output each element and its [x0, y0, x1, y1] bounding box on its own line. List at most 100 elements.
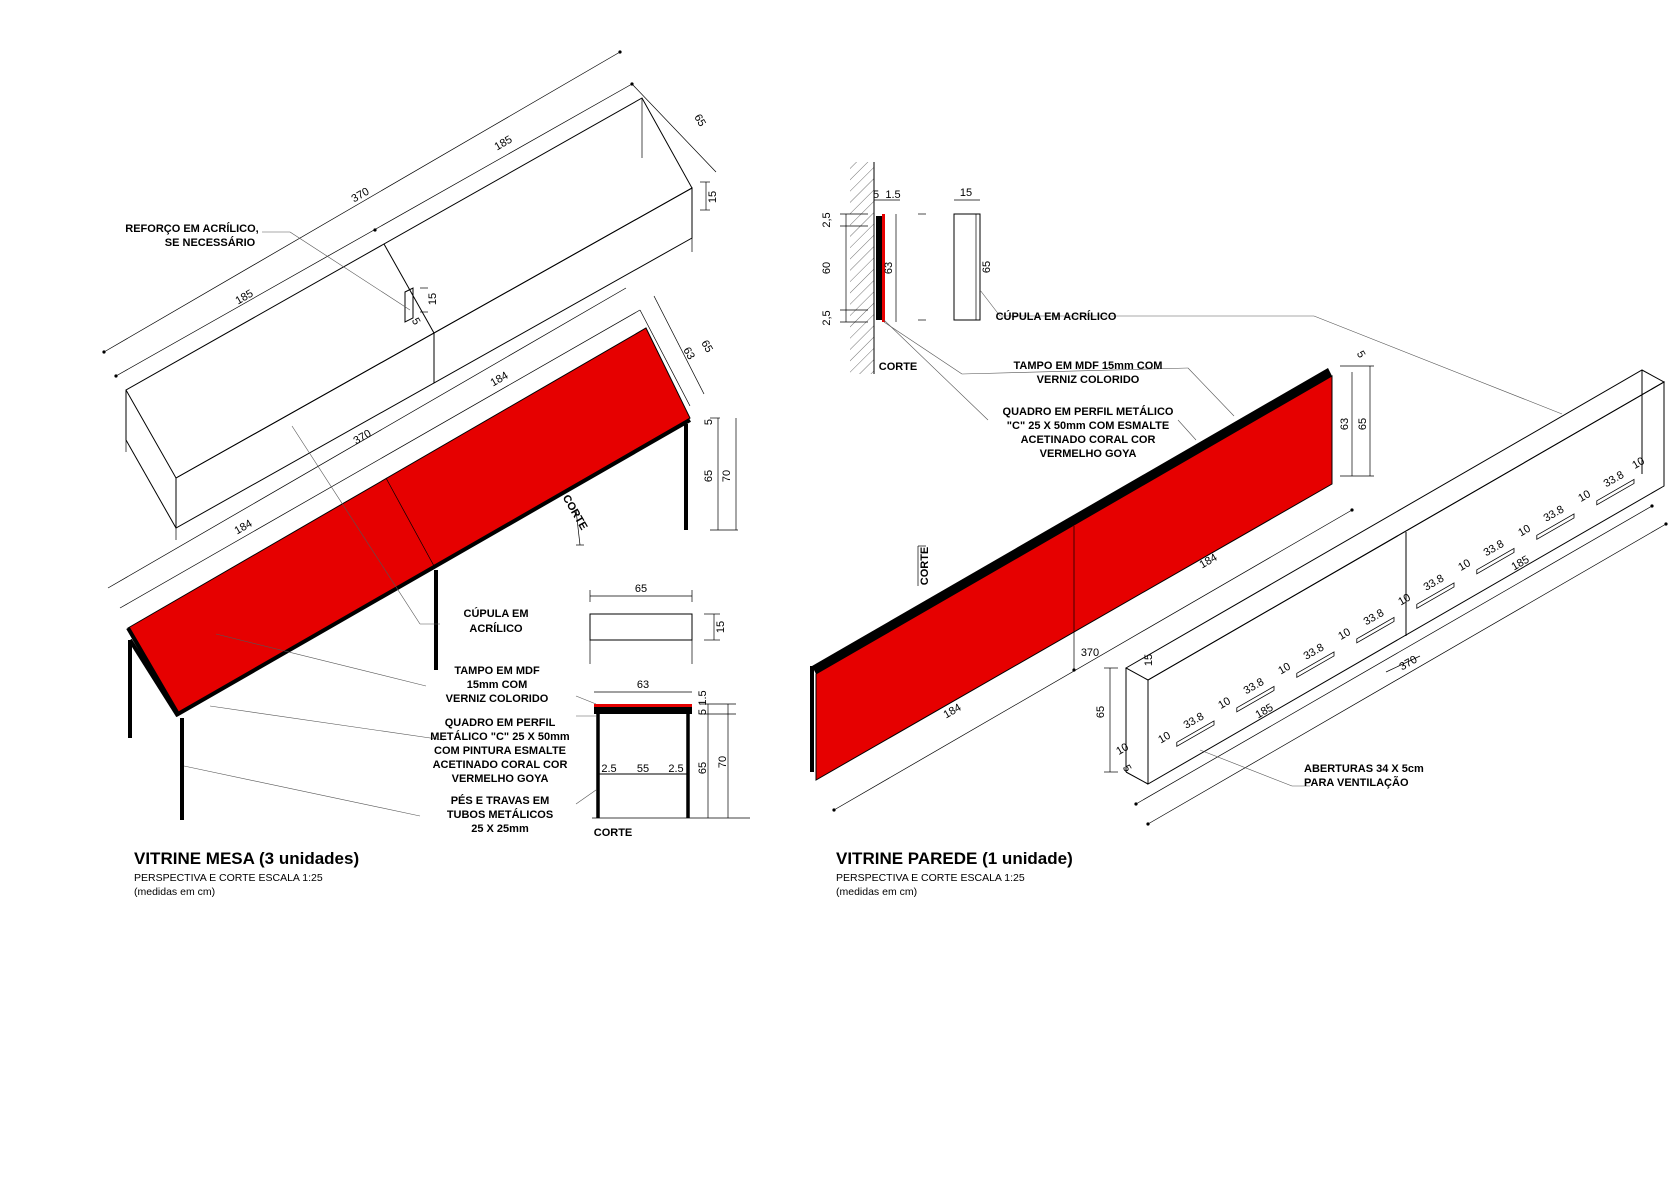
- parede-red-panel: CORTE 370 184 184 5 63 65: [810, 349, 1374, 812]
- note-cupula-l2: ACRÍLICO: [469, 622, 523, 635]
- vent-width-label: 33.8: [1602, 469, 1627, 490]
- dim-panel-5: 5: [1354, 349, 1367, 360]
- note-quadro-l4: ACETINADO CORAL COR: [433, 759, 568, 771]
- parede-dome-section: 15 65: [918, 187, 993, 321]
- parede-title: VITRINE PAREDE (1 unidade): [836, 849, 1073, 868]
- note-quadro-l2: METÁLICO "C" 25 X 50mm: [430, 730, 570, 743]
- vent-width-label: 33.8: [1542, 503, 1567, 524]
- note-tampo-parede-l1: TAMPO EM MDF 15mm COM: [1014, 360, 1163, 372]
- dim-reinf-h: 15: [427, 293, 439, 305]
- vent-gap-label: 10: [1156, 730, 1173, 747]
- mesa-leaders: [183, 425, 445, 817]
- mesa-subtitle: PERSPECTIVA E CORTE ESCALA 1:25: [134, 872, 323, 884]
- parede-wall-section: 5 1.5 2,5 60 2,5 63 CORTE: [821, 162, 917, 374]
- note-aberturas-l2: PARA VENTILAÇÃO: [1304, 776, 1409, 789]
- parede-units: (medidas em cm): [836, 886, 917, 898]
- note-tampo-parede-l2: VERNIZ COLORIDO: [1037, 374, 1140, 386]
- dim-sec-65: 65: [697, 762, 709, 774]
- parede-drawing: 5 1.5 2,5 60 2,5 63 CORTE 15 65: [810, 162, 1668, 898]
- mesa-corte-marker: CORTE: [560, 493, 590, 532]
- dim-dome-parede-total: 370: [1398, 654, 1420, 674]
- dim-sec-55: 55: [637, 763, 649, 775]
- dim-top-half-a: 184: [233, 518, 255, 538]
- dim-sec-5: 5: [697, 709, 709, 715]
- vent-width-label: 33.8: [1362, 607, 1387, 628]
- dim-end-5: 5: [1120, 763, 1133, 774]
- note-tampo-l2: 15mm COM: [467, 679, 528, 691]
- vent-gap-label: 10: [1216, 695, 1233, 712]
- note-pes-l3: 25 X 25mm: [471, 823, 529, 835]
- dim-wall-1-5: 1.5: [885, 189, 900, 201]
- note-cupula-l1: CÚPULA EM: [464, 607, 529, 620]
- mesa-table: [126, 327, 691, 820]
- mesa-section: 65 15 63 2.5 55 2.5 1.5 5 65 70 CORTE: [575, 583, 750, 839]
- dim-dome-half-b: 185: [493, 134, 515, 154]
- ventilation-slot: [1536, 513, 1575, 541]
- mesa-reinforcement: 15 5 REFORÇO EM ACRÍLICO, SE NECESSÁRIO: [125, 222, 439, 327]
- vent-gap-label: 10: [1276, 661, 1293, 678]
- parede-corte-marker: CORTE: [919, 547, 931, 586]
- dim-dome-height: 15: [707, 191, 719, 203]
- mesa-drawing: 370 185 185 65 15 15 5 REFORÇO EM ACRÍLI…: [102, 50, 750, 898]
- dim-wall-2-5b: 2,5: [821, 310, 833, 325]
- vent-gap-label: 10: [1576, 488, 1593, 505]
- ventilation-slot: [1476, 547, 1515, 575]
- note-quadro-parede-l2: "C" 25 X 50mm COM ESMALTE: [1007, 420, 1169, 432]
- ventilation-slot: [1236, 685, 1275, 713]
- dim-dome-half-a: 185: [234, 288, 256, 308]
- dim-top-total: 370: [352, 428, 374, 448]
- ventilation-slot: [1296, 651, 1335, 679]
- vent-gap-label: 10: [1456, 557, 1473, 574]
- vent-width-label: 33.8: [1242, 676, 1267, 697]
- dim-sec-dome-w: 65: [635, 583, 647, 595]
- note-quadro-l5: VERMELHO GOYA: [452, 773, 549, 785]
- dim-end-10: 10: [1114, 741, 1131, 758]
- note-quadro-l1: QUADRO EM PERFIL: [445, 717, 556, 729]
- note-aberturas-l1: ABERTURAS 34 X 5cm: [1304, 763, 1424, 775]
- dim-sec-top-w: 63: [637, 679, 649, 691]
- mesa-dome-dimensions: 370 185 185 65 15: [102, 50, 719, 378]
- dim-dome-sec-w: 15: [960, 187, 972, 199]
- dim-dome-depth: 65: [691, 112, 708, 129]
- dim-sec-2-5b: 2.5: [668, 763, 683, 775]
- dim-dome-parede-height: 65: [1095, 706, 1107, 718]
- note-quadro-parede-l3: ACETINADO CORAL COR: [1021, 434, 1156, 446]
- note-reforco-l2: SE NECESSÁRIO: [165, 236, 256, 249]
- vent-width-label: 33.8: [1482, 538, 1507, 559]
- parede-leaders: [883, 289, 1563, 441]
- dim-dome-total: 370: [350, 186, 372, 206]
- mesa-section-label: CORTE: [594, 827, 633, 839]
- dim-wall-63: 63: [883, 262, 895, 274]
- ventilation-slot: [1416, 582, 1455, 610]
- dim-sec-70: 70: [717, 756, 729, 768]
- dim-wall-60: 60: [821, 262, 833, 274]
- vent-gap-label: 10: [1336, 626, 1353, 643]
- note-reforco-l1: REFORÇO EM ACRÍLICO,: [125, 222, 258, 235]
- parede-section-label: CORTE: [879, 361, 918, 373]
- dim-sec-dome-h: 15: [715, 621, 727, 633]
- dim-top-depth-in: 63: [680, 345, 697, 362]
- note-pes-l2: TUBOS METÁLICOS: [447, 808, 553, 821]
- note-tampo-l3: VERNIZ COLORIDO: [446, 693, 549, 705]
- mesa-red-top: [127, 327, 691, 715]
- note-quadro-parede-l1: QUADRO EM PERFIL METÁLICO: [1003, 405, 1174, 418]
- mesa-acrylic-dome: [125, 97, 693, 540]
- vent-gap-label: 10: [1630, 455, 1647, 472]
- parede-title-block: VITRINE PAREDE (1 unidade) PERSPECTIVA E…: [836, 849, 1073, 898]
- dim-sec-2-5a: 2.5: [601, 763, 616, 775]
- note-tampo-l1: TAMPO EM MDF: [454, 665, 540, 677]
- vent-width-label: 33.8: [1302, 641, 1327, 662]
- dim-wall-2-5a: 2,5: [821, 212, 833, 227]
- ventilation-slot: [1596, 478, 1635, 506]
- vent-gap-label: 10: [1396, 592, 1413, 609]
- mesa-title-block: VITRINE MESA (3 unidades) PERSPECTIVA E …: [134, 849, 359, 898]
- mesa-title: VITRINE MESA (3 unidades): [134, 849, 359, 868]
- note-quadro-l3: COM PINTURA ESMALTE: [434, 745, 566, 757]
- dim-dome-parede-half-a: 185: [1254, 702, 1276, 722]
- dim-dome-parede-depth: 15: [1143, 654, 1155, 666]
- dim-leg-65: 65: [703, 470, 715, 482]
- dim-panel-total: 370: [1081, 647, 1099, 659]
- note-pes-l1: PÉS E TRAVAS EM: [451, 794, 550, 807]
- parede-subtitle: PERSPECTIVA E CORTE ESCALA 1:25: [836, 872, 1025, 884]
